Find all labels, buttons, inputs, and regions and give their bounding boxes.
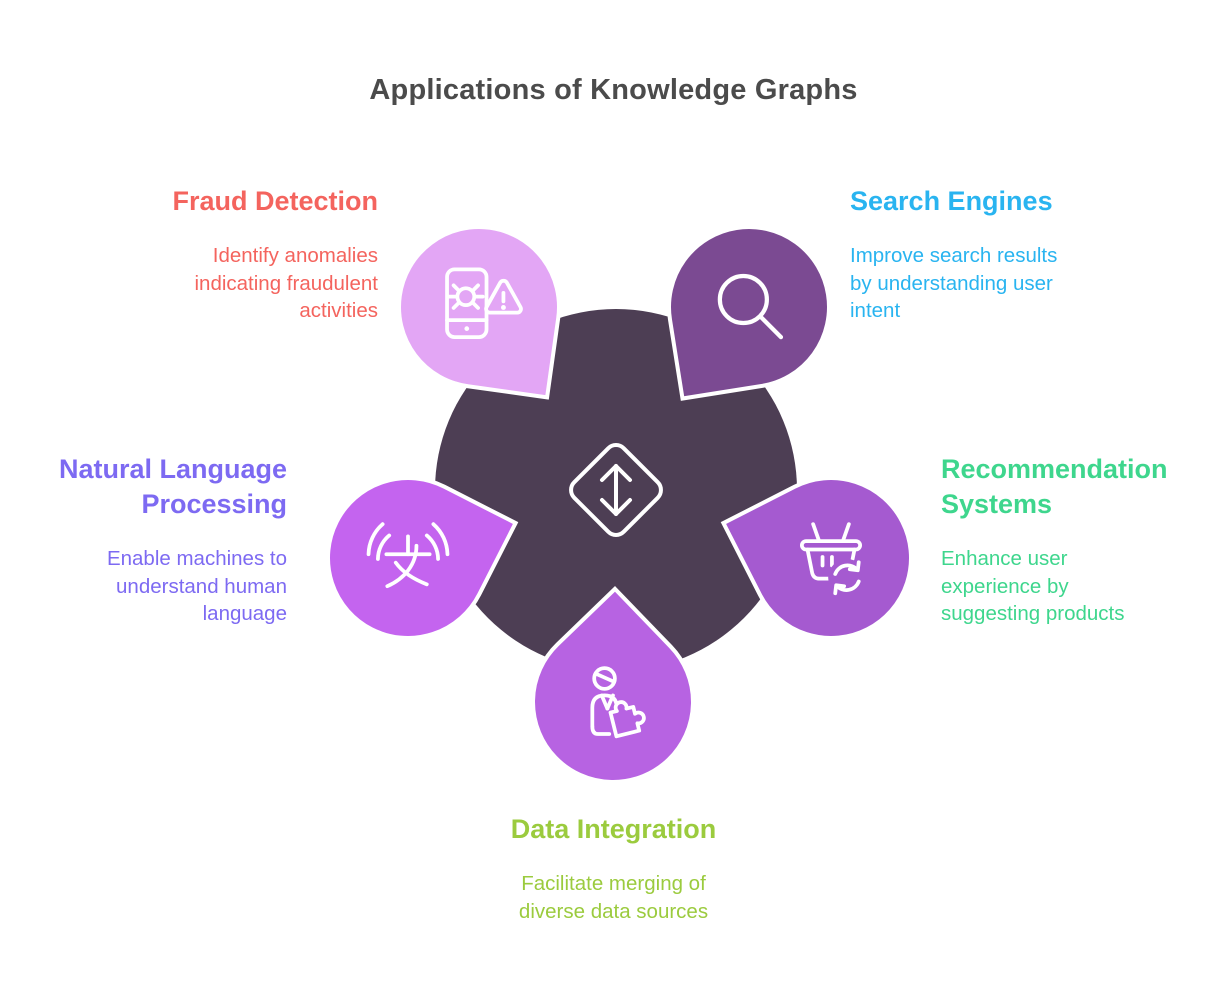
blob-natural-language-processing	[297, 447, 519, 669]
item-natural-language-processing: Natural Language Processing Enable machi…	[20, 452, 287, 628]
blob-search-engines	[655, 213, 843, 401]
blob-data-integration	[497, 586, 729, 818]
item-fraud-detection: Fraud Detection Identify anomalies indic…	[60, 184, 378, 325]
search-engines-description: Improve search results by understanding …	[850, 244, 1058, 322]
natural-language-processing-title: Natural Language Processing	[58, 454, 287, 519]
language-translation-icon	[366, 522, 450, 589]
data-integration-title: Data Integration	[510, 814, 717, 844]
blob-recommendation-systems	[720, 447, 942, 669]
recommendation-systems-description: Enhance user experience by suggesting pr…	[941, 547, 1125, 625]
basket-refresh-icon	[799, 522, 866, 597]
diamond-sort-arrows-icon	[569, 443, 663, 537]
mobile-bug-warning-icon	[445, 267, 523, 339]
person-puzzle-icon	[590, 666, 646, 739]
item-search-engines: Search Engines Improve search results by…	[850, 184, 1112, 325]
recommendation-systems-title: Recommendation Systems	[941, 454, 1168, 519]
data-integration-description: Facilitate merging of diverse data sourc…	[518, 872, 709, 923]
item-data-integration: Data Integration Facilitate merging of d…	[453, 812, 774, 925]
fraud-detection-title: Fraud Detection	[172, 186, 378, 216]
item-recommendation-systems: Recommendation Systems Enhance user expe…	[941, 452, 1203, 628]
fraud-detection-description: Identify anomalies indicating fraudulent…	[194, 244, 379, 322]
blob-fraud-detection	[386, 214, 572, 400]
natural-language-processing-description: Enable machines to understand human lang…	[106, 547, 287, 625]
search-engines-title: Search Engines	[850, 186, 1053, 216]
page-title: Applications of Knowledge Graphs	[369, 74, 858, 106]
magnifier-icon	[717, 273, 784, 340]
